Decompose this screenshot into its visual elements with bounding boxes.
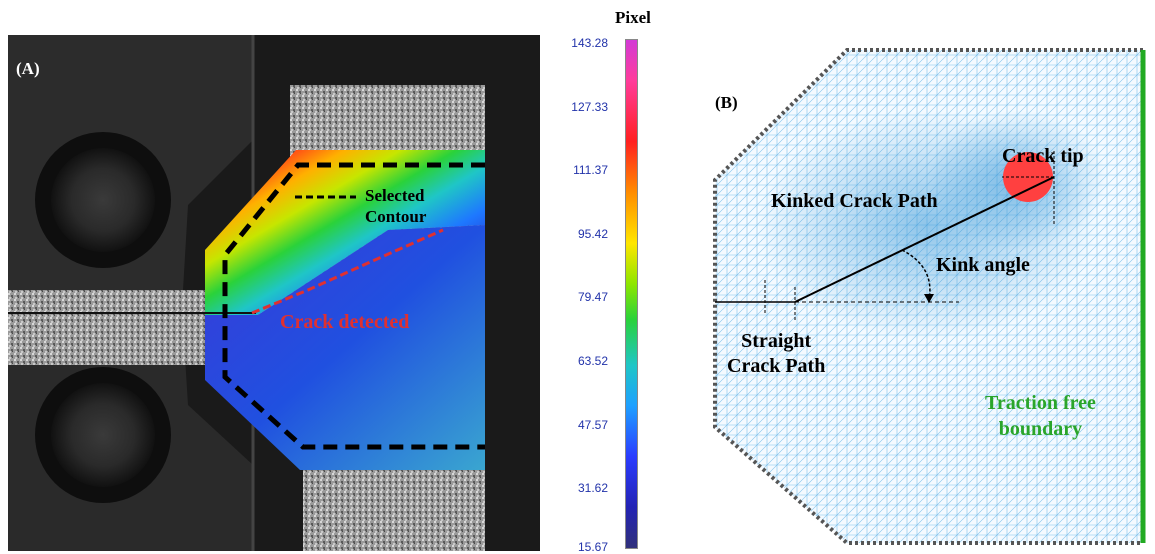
colorbar-tick: 143.28 xyxy=(571,36,608,50)
kink-angle-label: Kink angle xyxy=(936,254,1030,276)
straight-crack-path-label: Straight Crack Path xyxy=(727,330,826,377)
colorbar-tick: 111.37 xyxy=(573,163,608,177)
panel-a-figure xyxy=(8,35,540,551)
crack-tip-label: Crack tip xyxy=(1002,145,1084,167)
panel-a-image: (A) Selected Contour Crack detected xyxy=(8,35,540,551)
panel-a-label: (A) xyxy=(16,59,40,78)
colorbar-tick: 79.47 xyxy=(577,290,608,304)
colorbar-tick: 31.62 xyxy=(577,481,608,495)
kinked-crack-path-label: Kinked Crack Path xyxy=(771,190,938,212)
colorbar-tick: 47.57 xyxy=(577,418,608,432)
crack-detected-label: Crack detected xyxy=(280,311,410,333)
panel-b-mesh: (B) Crack tip Kinked Crack Path Kink ang… xyxy=(697,45,1149,548)
colorbar-tick: 95.42 xyxy=(577,227,608,241)
colorbar-gradient xyxy=(625,39,638,549)
colorbar-tick: 63.52 xyxy=(577,354,608,368)
colorbar-tick: 127.33 xyxy=(571,100,608,114)
traction-free-boundary-label: Traction free boundary xyxy=(985,392,1096,440)
panel-b-label: (B) xyxy=(715,93,738,112)
colorbar: Pixel 143.28 127.33 111.37 95.42 79.47 6… xyxy=(548,0,658,554)
selected-contour-label: Selected Contour xyxy=(365,186,427,226)
panel-b-figure xyxy=(713,48,1146,545)
colorbar-title: Pixel xyxy=(615,8,651,27)
colorbar-tick: 15.67 xyxy=(577,540,608,554)
